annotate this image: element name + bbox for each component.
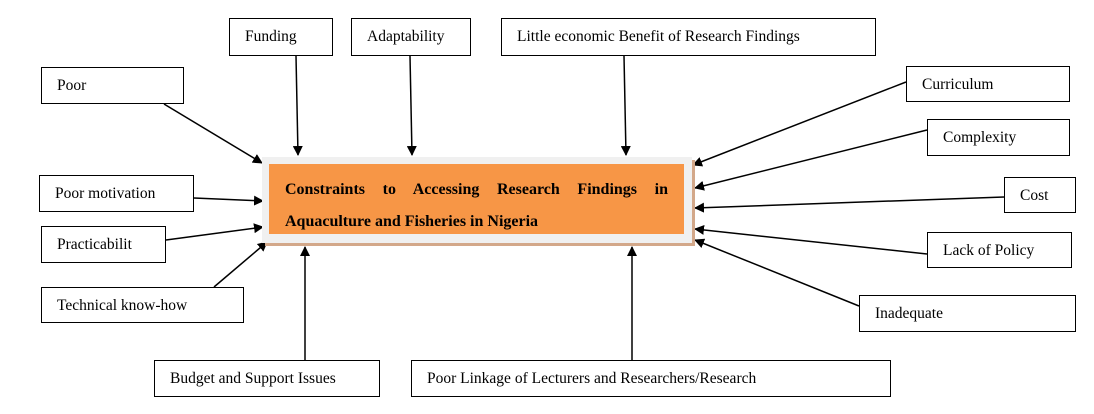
node-inadequate: Inadequate [859,295,1076,332]
node-cost: Cost [1004,177,1076,213]
node-little-benefit: Little economic Benefit of Research Find… [501,18,876,56]
node-budget: Budget and Support Issues [154,360,380,397]
arrow-complexity [694,129,928,191]
node-technical: Technical know-how [41,287,244,323]
arrow-little-benefit [620,55,631,156]
node-complexity: Complexity [927,119,1070,156]
arrow-funding [292,55,303,156]
arrow-adaptability [406,55,417,156]
node-poor-motivation: Poor motivation [39,175,194,212]
arrow-poor [163,103,263,164]
node-poor: Poor [41,67,184,104]
node-practicability: Practicabilit [41,226,166,263]
central-node-frame: Constraints to Accessing Research Findin… [262,157,692,243]
node-lack-policy: Lack of Policy [927,232,1072,268]
arrow-inadequate [694,238,860,307]
arrow-practicability [165,223,264,241]
arrow-lack-policy [694,224,928,255]
arrow-technical [213,241,268,288]
central-node: Constraints to Accessing Research Findin… [269,164,684,234]
arrow-cost [694,196,1005,213]
node-poor-linkage: Poor Linkage of Lecturers and Researcher… [411,360,891,397]
arrow-curriculum [692,81,907,167]
node-adaptability: Adaptability [351,18,471,56]
node-curriculum: Curriculum [906,66,1070,102]
arrow-poor-motivation [193,195,264,206]
node-funding: Funding [229,18,333,56]
